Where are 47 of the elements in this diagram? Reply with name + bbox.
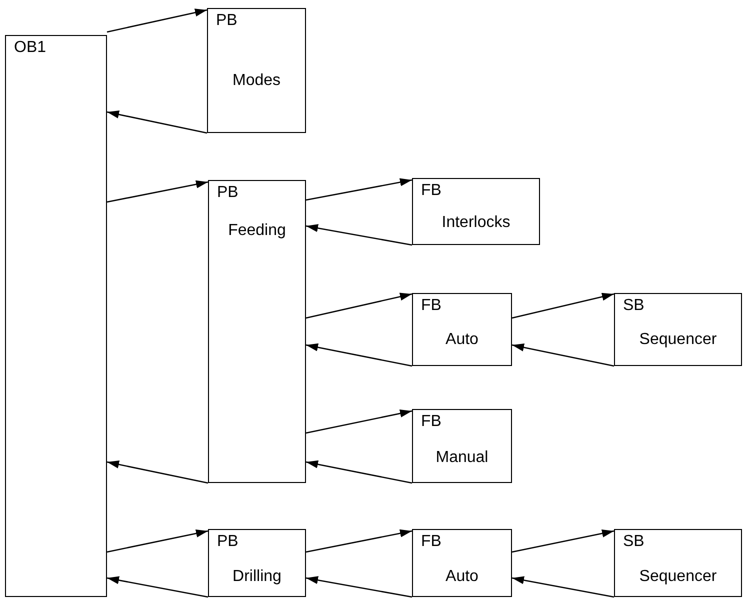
arrow (306, 460, 412, 484)
block-type-label: PB (216, 11, 238, 31)
block-name-label: Modes (232, 71, 281, 91)
arrow (106, 576, 208, 598)
arrow (306, 410, 412, 434)
block-type-label: SB (623, 532, 644, 552)
block-box (614, 293, 742, 366)
block-type-label: SB (623, 296, 644, 316)
block-box (208, 180, 306, 483)
block-box (614, 529, 742, 597)
block-name-label: Sequencer (639, 330, 717, 350)
block-type-label: OB1 (14, 38, 46, 58)
block-box (412, 409, 512, 483)
arrow (306, 576, 412, 598)
block-name-label: Sequencer (639, 567, 717, 587)
block-box (207, 8, 306, 133)
arrow (106, 460, 208, 484)
block-type-label: FB (421, 412, 442, 432)
block-type-label: FB (421, 532, 442, 552)
arrow (512, 292, 614, 319)
arrow (512, 530, 614, 553)
arrow (306, 529, 412, 553)
arrow (306, 292, 412, 319)
block-type-label: FB (421, 296, 442, 316)
block-type-label: PB (217, 183, 238, 203)
arrow (306, 224, 412, 246)
block-box (412, 529, 512, 597)
arrow (106, 8, 208, 33)
block-name-label: Manual (436, 448, 488, 468)
block-box (412, 178, 540, 245)
block-name-label: Auto (446, 567, 478, 587)
arrow (512, 344, 614, 367)
arrow (306, 343, 412, 367)
block-name-label: Interlocks (442, 213, 510, 233)
arrow (512, 576, 614, 598)
block-type-label: FB (421, 181, 442, 201)
block-box (5, 35, 107, 597)
block-box (208, 529, 306, 597)
block-name-label: Auto (446, 330, 478, 350)
block-type-label: PB (217, 532, 238, 552)
block-name-label: Drilling (232, 567, 282, 587)
block-box (412, 293, 512, 366)
block-name-label: Feeding (228, 221, 286, 241)
arrow (106, 180, 208, 203)
arrow (106, 530, 208, 553)
arrow (306, 178, 412, 201)
arrow (106, 110, 208, 134)
